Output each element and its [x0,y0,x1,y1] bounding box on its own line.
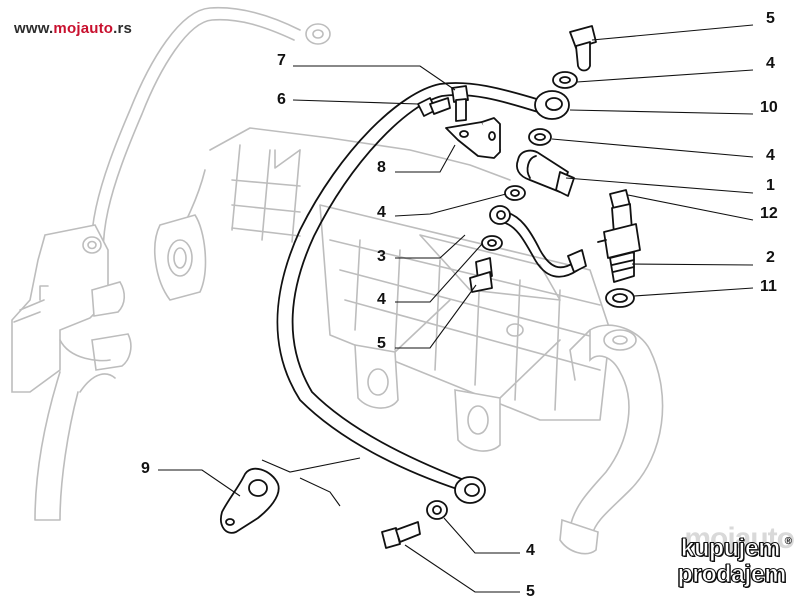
pipe-clamp [220,467,280,534]
callout-4-lower: 4 [377,291,386,308]
banjo-fitting-upper [534,90,570,120]
callout-2: 2 [766,249,775,266]
watermark-brand: mojauto [53,20,114,37]
callout-5-mid: 5 [377,335,386,352]
callout-4-top: 4 [766,55,775,72]
sender-unit [597,189,641,283]
bolt-lower [381,521,421,549]
brand-line-1: kupujem [680,534,781,563]
watermark-url: www.mojauto.rs [14,20,132,37]
banjo-fitting-lower [454,476,486,504]
washer-upper [552,71,578,89]
callout-6: 6 [277,91,286,108]
union-fitting [469,257,493,293]
washer-union [481,235,503,251]
bolt-6 [417,97,451,117]
callout-labels: 5 4 10 4 1 12 2 11 7 6 8 4 3 4 5 9 4 5 [141,10,778,600]
bolt-upper [569,25,597,72]
washer-mid [528,128,552,146]
callout-4-bottom: 4 [526,542,535,559]
washer-small-left [504,185,526,201]
brand-line-2: prodajem [677,560,787,589]
ghost-coolant-pipe [90,6,331,293]
ghost-thermostat-housing [11,224,132,521]
callout-4-right: 4 [766,147,775,164]
washer-bottom [426,500,448,520]
short-pipe [489,205,587,278]
callout-8: 8 [377,159,386,176]
washer-lower-right [605,288,635,308]
brand-ghost-text: mojauto [684,522,795,555]
metal-pipe-assembly [276,82,541,491]
callout-7: 7 [277,52,286,69]
callout-10: 10 [760,99,778,116]
watermark-suffix: .rs [113,20,133,37]
callout-9: 9 [141,460,150,477]
leader-lines [158,24,754,593]
callout-12: 12 [760,205,778,222]
callout-4-mid: 4 [377,204,386,221]
callout-3: 3 [377,248,386,265]
temperature-sensor [516,149,575,197]
watermark-prefix: www. [14,20,54,37]
mounting-bracket [445,117,501,159]
ghost-intake-manifold [154,127,664,555]
callout-1: 1 [766,177,775,194]
brand-logo: mojauto kupujem ® prodajem [624,520,795,594]
callout-5-top: 5 [766,10,775,27]
brand-registered-mark: ® [784,536,792,547]
callout-11: 11 [760,278,777,295]
callout-5-bottom: 5 [526,583,535,600]
bolt-7 [451,85,469,122]
